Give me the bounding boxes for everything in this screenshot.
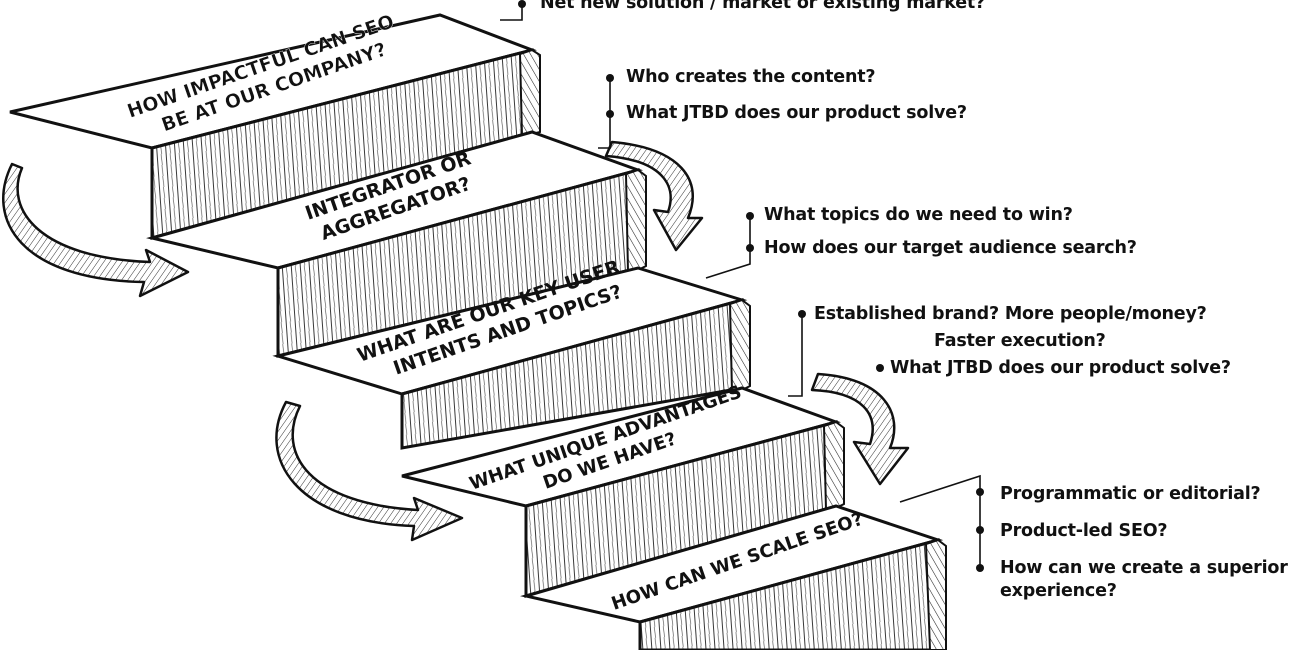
connector-top: [500, 0, 526, 21]
callout-intents-q1: What topics do we need to win?: [764, 205, 1073, 225]
connector-scale: [899, 474, 984, 572]
callout-scale-q3: How can we create a superior: [1000, 558, 1288, 578]
step-5-riser: [638, 538, 940, 650]
callout-advantages-q1: Established brand? More people/money?: [814, 304, 1207, 324]
connector-intents: [705, 212, 754, 279]
step-2: INTEGRATOR OR AGGREGATOR?: [146, 130, 647, 358]
connector-integrator: [598, 74, 614, 149]
step-5: HOW CAN WE SCALE SEO?: [520, 504, 947, 650]
step-5-side: [924, 538, 947, 650]
curved-arrow-right-lower: [810, 372, 910, 486]
callout-intents-q2: How does our target audience search?: [764, 238, 1137, 258]
callout-scale-q1: Programmatic or editorial?: [1000, 484, 1261, 504]
curved-arrow-right-upper: [604, 140, 704, 252]
callout-scale-q3b: experience?: [1000, 581, 1117, 601]
callout-integrator-q1: Who creates the content?: [626, 67, 876, 87]
callout-top-q1: Net new solution / market or existing ma…: [540, 0, 986, 13]
callout-scale-q2: Product-led SEO?: [1000, 521, 1168, 541]
step-4-side: [822, 420, 845, 512]
curved-arrow-left-lower: [275, 400, 464, 542]
step-3-side: [728, 298, 751, 394]
step-2-side: [624, 168, 647, 274]
callout-integrator-q2: What JTBD does our product solve?: [626, 103, 967, 123]
connector-advantages: [788, 310, 884, 397]
step-1-side: [518, 48, 541, 138]
curved-arrow-left-upper: [2, 162, 190, 298]
callout-advantages-q1b: Faster execution?: [934, 331, 1106, 351]
callout-advantages-q2: What JTBD does our product solve?: [890, 358, 1231, 378]
